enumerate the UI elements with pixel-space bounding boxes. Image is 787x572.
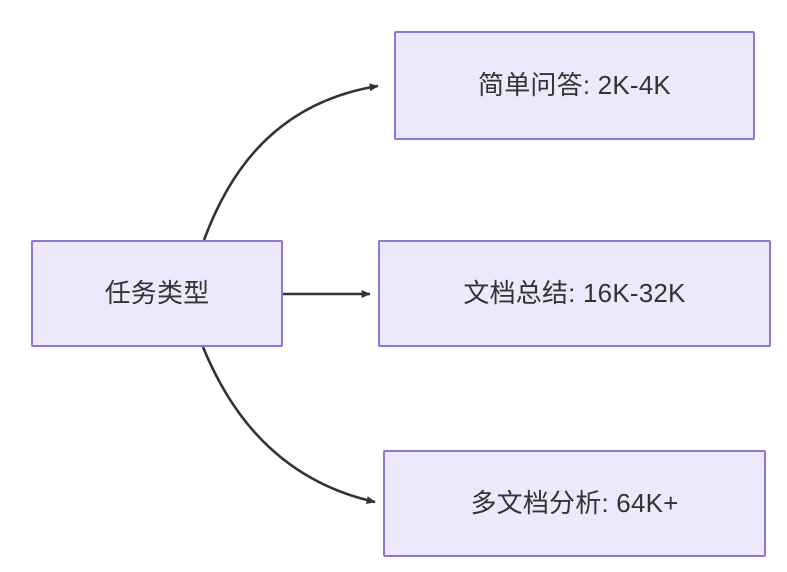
node-multi-doc-analysis-label: 多文档分析: 64K+ bbox=[470, 487, 679, 518]
node-doc-summary-label: 文档总结: 16K-32K bbox=[463, 277, 686, 308]
node-task-type[interactable]: 任务类型 bbox=[31, 240, 283, 347]
edge-task-type-to-multi-doc-analysis bbox=[201, 346, 376, 505]
node-simple-qa[interactable]: 简单问答: 2K-4K bbox=[394, 31, 755, 140]
node-doc-summary[interactable]: 文档总结: 16K-32K bbox=[378, 240, 771, 347]
edge-task-type-to-simple-qa bbox=[202, 83, 379, 241]
node-task-type-label: 任务类型 bbox=[104, 277, 210, 308]
node-simple-qa-label: 简单问答: 2K-4K bbox=[478, 69, 671, 100]
node-multi-doc-analysis[interactable]: 多文档分析: 64K+ bbox=[383, 450, 766, 557]
